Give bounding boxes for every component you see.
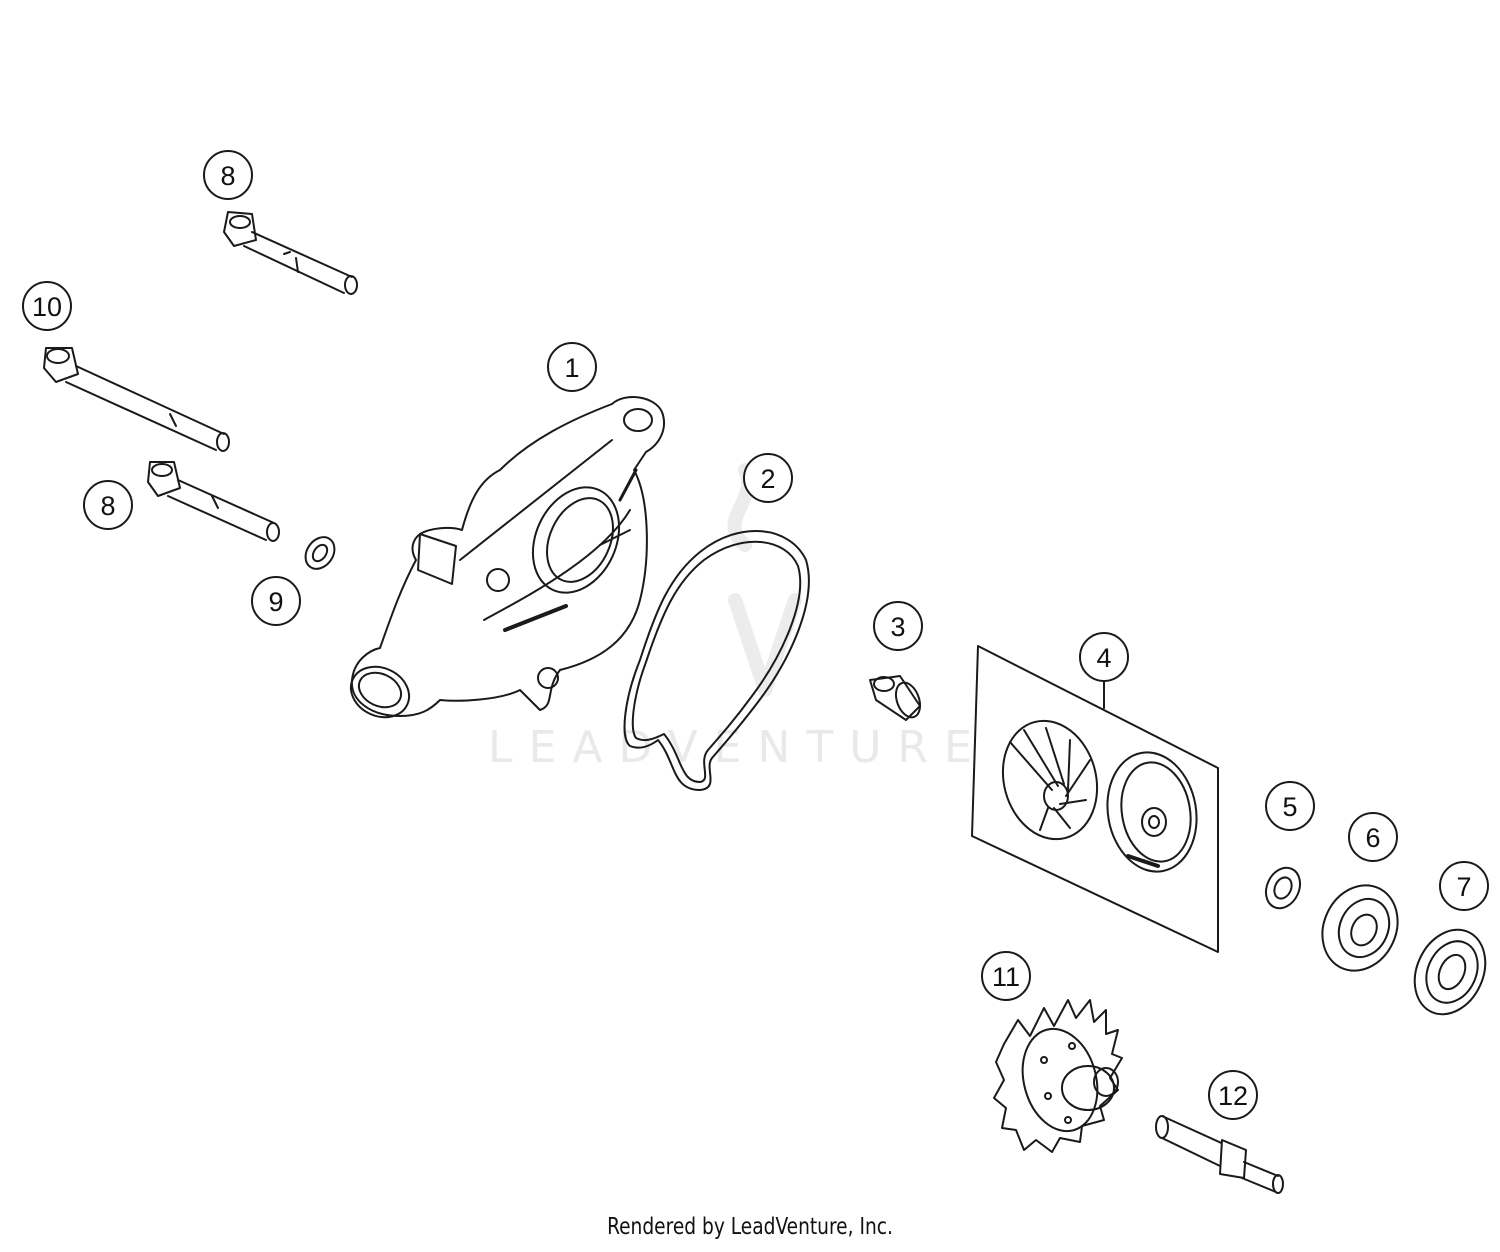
callout-label: 1 (564, 353, 579, 383)
callout-8-top[interactable]: 8 (203, 150, 253, 200)
bearing-part-7[interactable] (1401, 918, 1498, 1026)
seal-part-3[interactable] (869, 675, 924, 721)
impeller-kit-part-4[interactable] (971, 645, 1219, 953)
washer-part-9[interactable] (300, 532, 341, 575)
callout-label: 5 (1282, 792, 1297, 822)
callout-label: 9 (268, 587, 283, 617)
callout-label: 8 (100, 491, 115, 521)
callout-label: 6 (1365, 823, 1380, 853)
callout-10[interactable]: 10 (22, 281, 72, 331)
shaft-part-12[interactable] (1155, 1115, 1284, 1194)
callout-3[interactable]: 3 (873, 601, 923, 651)
bolt-part-8-top[interactable] (223, 211, 358, 295)
callout-label: 12 (1218, 1081, 1248, 1111)
callout-9[interactable]: 9 (251, 576, 301, 626)
pump-cover-part-1[interactable] (343, 396, 665, 726)
callout-8-lower[interactable]: 8 (83, 480, 133, 530)
gasket-part-2[interactable] (623, 530, 810, 791)
bolt-part-8-lower[interactable] (147, 461, 280, 542)
bearing-part-6[interactable] (1309, 873, 1411, 983)
callout-1[interactable]: 1 (547, 342, 597, 392)
callout-label: 2 (760, 464, 775, 494)
washer-part-5[interactable] (1260, 862, 1307, 914)
bolt-part-10[interactable] (43, 347, 230, 452)
callout-label: 4 (1096, 643, 1111, 673)
footer-credit: Rendered by LeadVenture, Inc. (607, 1214, 893, 1240)
callout-2[interactable]: 2 (743, 453, 793, 503)
callout-label: 3 (890, 612, 905, 642)
callout-6[interactable]: 6 (1348, 812, 1398, 862)
callout-12[interactable]: 12 (1208, 1070, 1258, 1120)
callout-7[interactable]: 7 (1439, 861, 1489, 911)
callout-4[interactable]: 4 (1079, 632, 1129, 682)
callout-label: 8 (220, 161, 235, 191)
watermark-text: LEADVENTURE (488, 722, 988, 773)
callout-label: 11 (992, 962, 1020, 992)
callout-11[interactable]: 11 (981, 951, 1031, 1001)
callout-label: 10 (32, 292, 62, 322)
gear-part-11[interactable] (993, 999, 1123, 1153)
callout-label: 7 (1456, 872, 1471, 902)
callout-5[interactable]: 5 (1265, 781, 1315, 831)
